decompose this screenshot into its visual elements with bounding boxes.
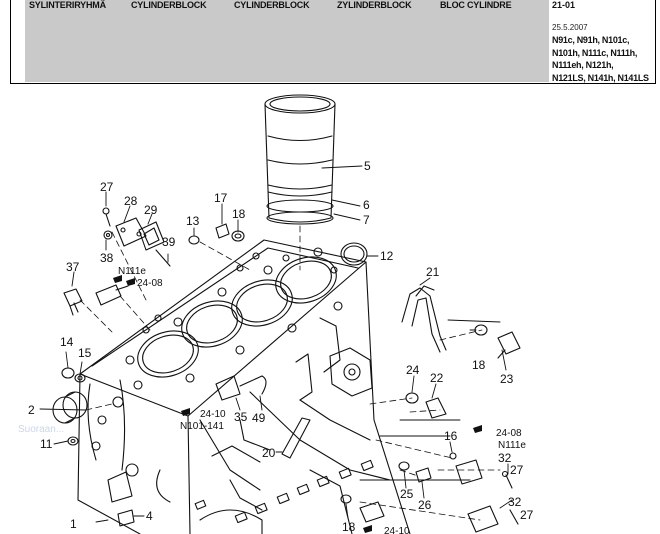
leader-lines — [39, 165, 513, 523]
callout: 28 — [124, 194, 138, 208]
callout: 2 — [28, 403, 35, 417]
sensor-37 — [63, 288, 83, 316]
header-meta: 21-01 25.5.2007 N91c, N91h, N101c, N101h… — [552, 0, 656, 84]
o-ring-12 — [340, 242, 368, 266]
callout: 35 — [234, 410, 248, 424]
plug-17 — [215, 223, 230, 239]
callout: 25 — [400, 487, 414, 501]
ref-note: 24-10 — [384, 526, 410, 534]
callout: 18 — [232, 207, 246, 221]
callout: 14 — [60, 335, 74, 349]
callout: 16 — [444, 429, 458, 443]
sensor-16 — [449, 452, 483, 485]
washer-24 — [405, 392, 419, 404]
liner-seal-rings — [266, 199, 334, 225]
callout: 22 — [430, 371, 444, 385]
part-4 — [107, 471, 135, 527]
tube-20 — [281, 417, 311, 459]
assembly-lines — [79, 225, 501, 521]
callout: 23 — [500, 372, 514, 386]
fitting-bottom-right — [467, 505, 499, 533]
date: 25.5.2007 — [552, 23, 588, 32]
callout-labels: 1 2 4 5 6 7 11 12 13 14 15 16 17 18 18 1… — [28, 159, 534, 534]
callout: 26 — [418, 498, 432, 512]
stud-39 — [155, 249, 171, 267]
housing — [329, 347, 373, 397]
callout: 6 — [363, 198, 370, 212]
cylinder-block — [77, 239, 411, 534]
bracket-35 — [215, 375, 267, 401]
callout: 27 — [100, 180, 114, 194]
callout: 38 — [100, 251, 114, 265]
callout: 7 — [363, 213, 370, 227]
callout: 24 — [406, 363, 420, 377]
exploded-view-diagram: 1 2 4 5 6 7 11 12 13 14 15 16 17 18 18 1… — [28, 94, 534, 534]
washer-11 — [67, 436, 79, 446]
washer-25 — [398, 461, 410, 471]
ref-note: 24-08 — [137, 278, 163, 289]
header-col-sv: CYLINDERBLOCK — [234, 0, 310, 10]
sensor-111e — [95, 284, 129, 306]
callout: 18 — [472, 358, 486, 372]
callout: 27 — [510, 463, 524, 477]
callout: 5 — [364, 159, 371, 173]
header-col-de: ZYLINDERBLOCK — [337, 0, 412, 10]
callout: 29 — [144, 203, 158, 217]
callout: 11 — [40, 437, 53, 451]
header-col-fi: SYLINTERIRYHMÄ — [29, 0, 106, 10]
callout: 27 — [520, 508, 534, 522]
callout: 32 — [508, 495, 522, 509]
nut-38 — [103, 230, 113, 240]
callout: 4 — [146, 509, 153, 523]
header-col-fr: BLOC CYLINDRE — [440, 0, 512, 10]
washer-18-top — [231, 230, 245, 242]
ref-note: N111e — [118, 266, 146, 277]
callout: 49 — [252, 411, 266, 425]
header-table: SYLINTERIRYHMÄ CYLINDERBLOCK CYLINDERBLO… — [10, 0, 656, 84]
oil-pipe-21 — [401, 285, 447, 353]
callout: 12 — [380, 249, 394, 263]
plug-13 — [188, 235, 200, 245]
model-line: N111eh, N121h, — [552, 60, 614, 70]
bolt-27 — [102, 207, 111, 227]
ref-note: 24-10 — [200, 409, 226, 420]
gasket-29 — [138, 221, 165, 251]
flange-2 — [52, 391, 88, 424]
sensor-22 — [425, 397, 447, 419]
model-line: N121LS, N141h, N141LS — [552, 72, 649, 83]
bolt-27-right — [501, 470, 519, 525]
fitting-23 — [497, 331, 521, 359]
model-line: N91c, N91h, N101c, — [552, 35, 630, 45]
header-band — [25, 0, 549, 82]
callout: 21 — [426, 265, 440, 279]
ref-note: N101-141 — [180, 421, 224, 432]
callout: 32 — [498, 451, 512, 465]
callout: 18 — [342, 520, 356, 534]
header-col-en: CYLINDERBLOCK — [131, 0, 207, 10]
callout: 37 — [66, 260, 80, 274]
model-list: N91c, N91h, N101c, N101h, N111c, N111h, … — [552, 34, 656, 84]
note-flags — [113, 275, 482, 533]
callout: 1 — [70, 517, 77, 531]
ref-note: 24-08 — [496, 428, 522, 439]
callout: 17 — [214, 191, 228, 205]
callout: 20 — [262, 446, 276, 460]
group-code: 21-01 — [552, 0, 576, 10]
cover-28 — [115, 217, 147, 247]
callout: 15 — [78, 346, 92, 360]
cylinder-liner — [264, 94, 336, 223]
watermark-text: Suoraan... — [18, 424, 65, 435]
ref-note: N111e — [498, 440, 526, 451]
plug-26 — [415, 467, 432, 483]
callout: 13 — [186, 214, 200, 228]
model-line: N101h, N111c, N111h, — [552, 47, 638, 58]
callout: 39 — [162, 235, 176, 249]
reference-notes: N111e 24-08 24-10 N101-141 24-08 N111e 2… — [118, 266, 526, 534]
